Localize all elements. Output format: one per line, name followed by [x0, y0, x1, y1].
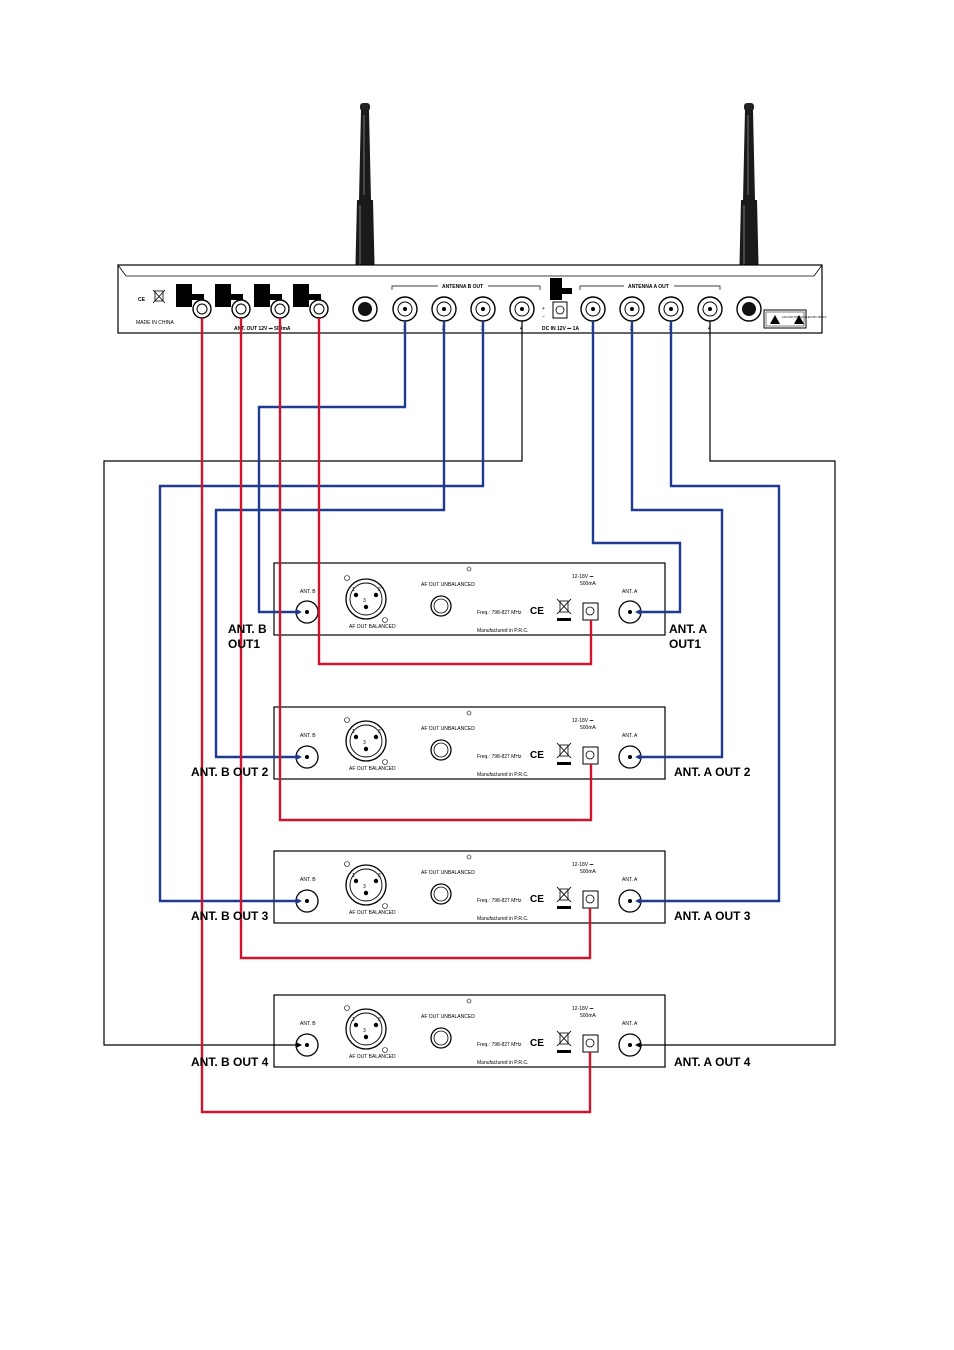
dc-in-jack: + −	[542, 278, 572, 320]
svg-text:1: 1	[352, 587, 355, 593]
r1-ant-b-label: ANT. B	[300, 589, 316, 595]
svg-text:CE: CE	[530, 1038, 544, 1049]
svg-text:1: 1	[352, 1017, 355, 1023]
antenna-b-cables	[103, 321, 523, 1046]
svg-text:500mA: 500mA	[580, 581, 597, 587]
svg-text:+: +	[542, 306, 545, 312]
svg-text:3: 3	[363, 1028, 366, 1034]
svg-text:Manufactured in P.R.C.: Manufactured in P.R.C.	[477, 772, 528, 778]
svg-text:Manufactured in P.R.C.: Manufactured in P.R.C.	[477, 1060, 528, 1066]
svg-text:2: 2	[378, 873, 381, 879]
svg-text:3: 3	[363, 740, 366, 746]
label-ant-b-out1-line2: OUT1	[228, 637, 260, 651]
svg-text:CE: CE	[530, 606, 544, 617]
svg-text:12-18V ⎓: 12-18V ⎓	[572, 574, 594, 580]
receiver-2: ANT. B 1 2 3 AF OUT BALANCED AF OUT UNBA…	[273, 706, 666, 780]
receiver-1: ANT. B 1 2 3 AF OUT BALANCED AF OUT UNBA…	[273, 562, 666, 636]
svg-text:Freq.: 798-827 MHz: Freq.: 798-827 MHz	[477, 898, 522, 904]
label-ant-b-out3: ANT. B OUT 3	[191, 909, 269, 923]
r1-xlr-balanced	[344, 575, 388, 623]
label-ant-a-out4: ANT. A OUT 4	[674, 1055, 751, 1069]
svg-text:ANT. A: ANT. A	[622, 877, 638, 883]
r1-manufactured: Manufactured in P.R.C.	[477, 628, 528, 634]
warning-text: CAUTION RISK OF ELECTRIC SHOCK	[782, 316, 827, 319]
svg-text:1: 1	[352, 729, 355, 735]
svg-text:CE: CE	[530, 894, 544, 905]
dc-out-label: ANT. OUT 12V ⎓ 500mA	[234, 326, 291, 332]
warning-label: CAUTION RISK OF ELECTRIC SHOCK	[763, 309, 827, 329]
receiver-3: ANT. B 1 2 3 AF OUT BALANCED AF OUT UNBA…	[273, 850, 666, 924]
svg-text:−: −	[542, 314, 545, 320]
svg-text:ANT. A: ANT. A	[622, 733, 638, 739]
antenna-a-out-label: ANTENNA A OUT	[628, 284, 669, 290]
r1-af-out-balanced: AF OUT BALANCED	[349, 624, 396, 630]
ce-mark: CE	[138, 297, 146, 303]
r1-ant-a-label: ANT. A	[622, 589, 638, 595]
svg-text:CE: CE	[530, 750, 544, 761]
svg-text:3: 3	[363, 884, 366, 890]
svg-text:500mA: 500mA	[580, 1013, 597, 1019]
dc-in-label: DC IN 12V ⎓ 1A	[542, 326, 579, 332]
svg-text:2: 2	[378, 587, 381, 593]
label-ant-b-out2: ANT. B OUT 2	[191, 765, 269, 779]
svg-text:12-18V ⎓: 12-18V ⎓	[572, 1006, 594, 1012]
antenna-b-out-label: ANTENNA B OUT	[442, 284, 483, 290]
r4-xlr-balanced	[344, 1005, 388, 1053]
svg-text:Freq.: 798-827 MHz: Freq.: 798-827 MHz	[477, 1042, 522, 1048]
antenna-a-input	[736, 296, 762, 322]
svg-text:12-18V ⎓: 12-18V ⎓	[572, 718, 594, 724]
svg-text:Manufactured in P.R.C.: Manufactured in P.R.C.	[477, 916, 528, 922]
svg-text:3: 3	[363, 598, 366, 604]
r3-xlr-balanced	[344, 861, 388, 909]
svg-text:500mA: 500mA	[580, 869, 597, 875]
r2-xlr-balanced	[344, 717, 388, 765]
antenna-b-input	[352, 296, 378, 322]
r1-af-out-unbalanced: AF OUT UNBALANCED	[421, 582, 475, 588]
svg-text:ANT. A: ANT. A	[622, 1021, 638, 1027]
power-cables	[200, 318, 593, 1114]
svg-text:ANT. B: ANT. B	[300, 1021, 316, 1027]
svg-text:AF OUT BALANCED: AF OUT BALANCED	[349, 1054, 396, 1060]
svg-text:500mA: 500mA	[580, 725, 597, 731]
label-ant-b-out4: ANT. B OUT 4	[191, 1055, 269, 1069]
r3-weee-icon	[556, 886, 572, 909]
svg-text:AF OUT UNBALANCED: AF OUT UNBALANCED	[421, 1014, 475, 1020]
label-ant-a-out1-line2: OUT1	[669, 637, 701, 651]
svg-text:AF OUT BALANCED: AF OUT BALANCED	[349, 910, 396, 916]
svg-text:ANT. B: ANT. B	[300, 733, 316, 739]
antenna-a-cables	[591, 321, 836, 1046]
r2-weee-icon	[556, 742, 572, 765]
antenna-b-out-ports	[392, 296, 535, 322]
receiver-4: ANT. B 1 2 3 AF OUT BALANCED AF OUT UNBA…	[273, 994, 666, 1068]
label-ant-b-out1-line1: ANT. B	[228, 622, 267, 636]
svg-text:Freq.: 798-827 MHz: Freq.: 798-827 MHz	[477, 754, 522, 760]
antenna-splitter: CE MADE IN CHINA ANT. OUT 12V ⎓ 500mA	[117, 264, 827, 334]
made-in-label: MADE IN CHINA	[136, 320, 174, 326]
svg-text:AF OUT UNBALANCED: AF OUT UNBALANCED	[421, 726, 475, 732]
svg-text:1: 1	[352, 873, 355, 879]
r1-freq: Freq.: 798-827 MHz	[477, 610, 522, 616]
svg-text:2: 2	[378, 729, 381, 735]
r4-weee-icon	[556, 1030, 572, 1053]
dc-out-plugs	[176, 284, 321, 307]
svg-text:12-18V ⎓: 12-18V ⎓	[572, 862, 594, 868]
svg-text:AF OUT UNBALANCED: AF OUT UNBALANCED	[421, 870, 475, 876]
label-ant-a-out1-line1: ANT. A	[669, 622, 708, 636]
label-ant-a-out2: ANT. A OUT 2	[674, 765, 751, 779]
weee-icon	[152, 289, 166, 304]
svg-text:AF OUT BALANCED: AF OUT BALANCED	[349, 766, 396, 772]
svg-text:2: 2	[378, 1017, 381, 1023]
svg-text:ANT. B: ANT. B	[300, 877, 316, 883]
label-ant-a-out3: ANT. A OUT 3	[674, 909, 751, 923]
r1-weee-icon	[556, 598, 572, 621]
cable-arrows	[296, 609, 641, 1048]
